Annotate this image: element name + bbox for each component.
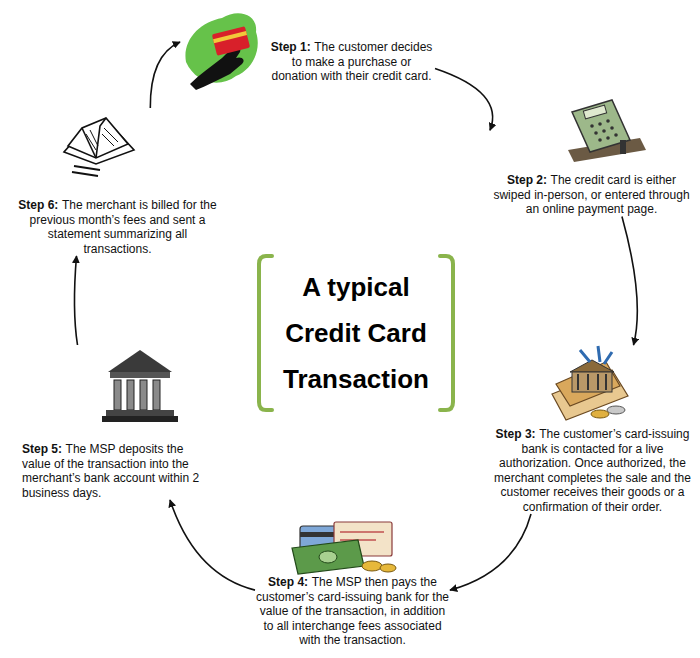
step-label: Step 2: [507,173,547,187]
step-text: Step 6:The merchant is billed for the pr… [15,198,220,256]
step-node: Step 5:The MSP deposits the value of the… [22,345,207,500]
hand-card-icon [185,13,257,90]
step-text: Step 1:The customer decides to make a pu… [268,40,435,84]
flow-arrow [450,514,531,590]
step-text: Step 3:The customer’s card-issuing bank … [490,427,695,514]
statement-book-icon [64,118,134,176]
step-text: Step 2:The credit card is either swiped … [490,173,693,217]
step-node: Step 4:The MSP then pays the customer’s … [255,520,450,648]
step-label: Step 5: [22,442,62,456]
step-text: Step 5:The MSP deposits the value of the… [22,442,207,500]
step-node: Step 3:The customer’s card-issuing bank … [490,345,695,514]
left-bracket [259,256,272,410]
step-node: Step 2:The credit card is either swiped … [490,95,693,217]
step-label: Step 4: [268,575,308,589]
flow-arrow [622,217,637,346]
step-text: Step 4:The MSP then pays the customer’s … [255,575,450,648]
step-node: Step 1:The customer decides to make a pu… [180,8,435,84]
step-label: Step 1: [271,40,311,54]
step-label: Step 6: [18,198,58,212]
bank-building-icon [102,350,178,422]
step-label: Step 3: [496,427,536,441]
step-node: Step 6:The merchant is billed for the pr… [15,108,220,256]
money-icon [292,522,396,574]
flow-arrow [74,256,77,345]
terminal-icon [568,100,646,162]
diagram-title: A typical Credit Card Transaction [266,264,446,402]
right-bracket [440,256,453,410]
flow-arrow [170,500,255,590]
bank-documents-icon [552,346,628,420]
flow-arrow [150,42,180,108]
flow-arrow [435,68,493,130]
page-lines [86,128,118,150]
